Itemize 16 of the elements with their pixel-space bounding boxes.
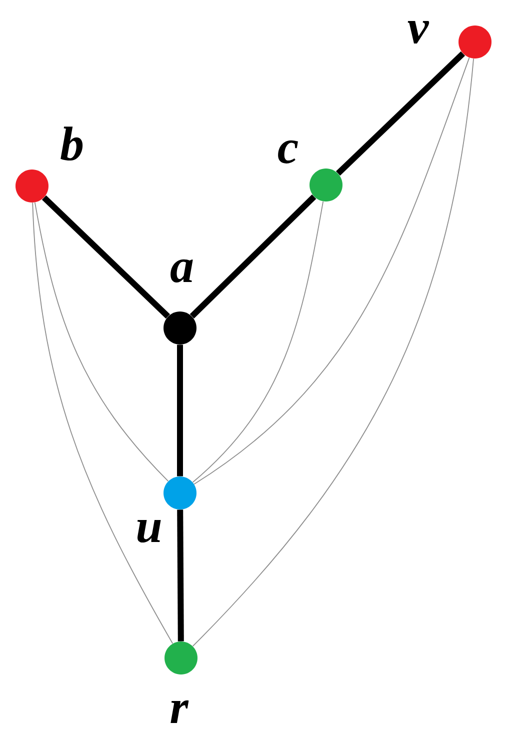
vertex-label: c xyxy=(278,140,298,164)
vertex-label: r xyxy=(170,700,189,723)
curved-line xyxy=(192,200,324,483)
edge-line xyxy=(177,344,183,476)
edge-line xyxy=(190,194,316,318)
edge-line xyxy=(42,195,170,319)
curved-line xyxy=(34,202,169,482)
vertex-label: a xyxy=(170,259,193,282)
vertex-label: v xyxy=(408,20,430,44)
vertex-label: b xyxy=(60,126,83,161)
curved-line xyxy=(192,58,474,647)
edge-line xyxy=(336,51,466,176)
curved-line xyxy=(194,57,470,485)
edge-line xyxy=(177,510,184,642)
vertex-label: u xyxy=(137,520,161,543)
curved-line xyxy=(32,202,174,644)
